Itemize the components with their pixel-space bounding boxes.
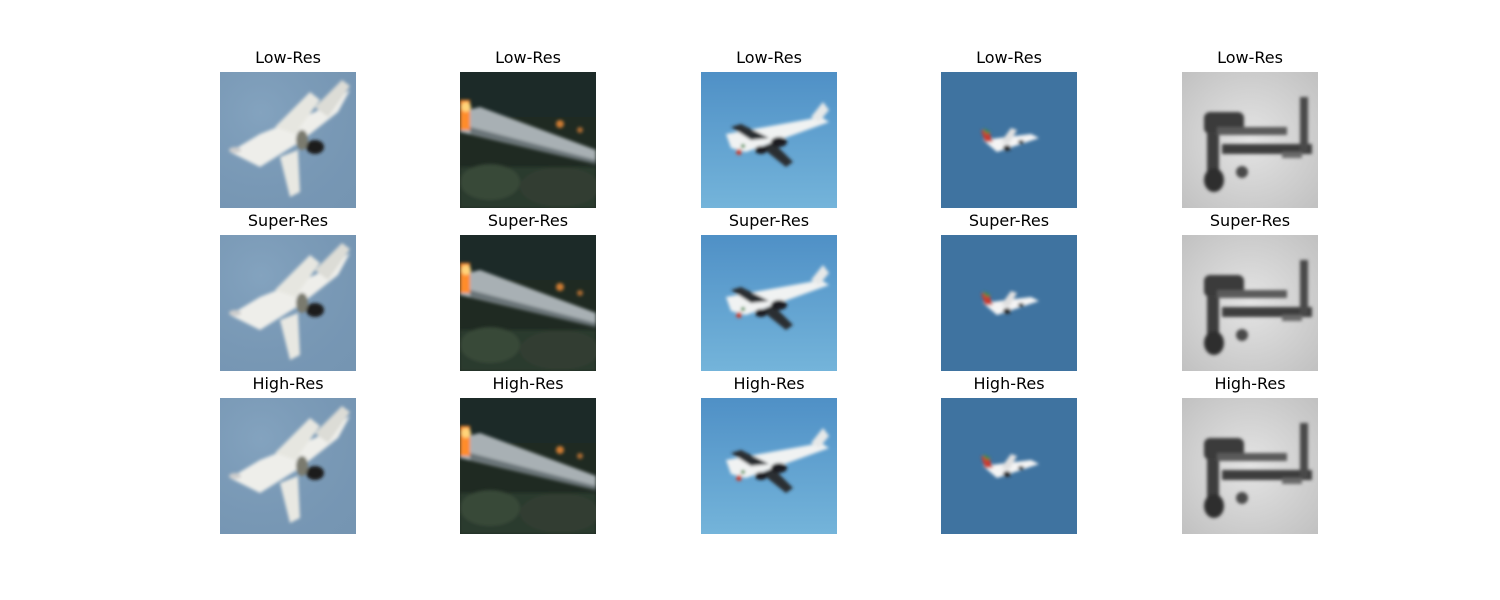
panel-title: Low-Res — [736, 48, 802, 67]
panel-title: Low-Res — [255, 48, 321, 67]
panel-title: High-Res — [733, 374, 805, 393]
sample-image-airliner-climb — [701, 398, 837, 534]
sample-image-fighter-jet — [220, 235, 356, 371]
panel-title: High-Res — [252, 374, 324, 393]
panel-title: Super-Res — [1209, 211, 1291, 230]
sample-image-airliner-night — [460, 235, 596, 371]
sample-image-biplane-grayscale — [1182, 398, 1318, 534]
sample-image-biplane-grayscale — [1182, 235, 1318, 371]
panel-title: High-Res — [973, 374, 1045, 393]
sample-image-biplane-grayscale — [1182, 72, 1318, 208]
panel-title: Low-Res — [1217, 48, 1283, 67]
panel-title: High-Res — [492, 374, 564, 393]
sample-image-fighter-jet — [220, 398, 356, 534]
sample-image-airliner-climb — [701, 235, 837, 371]
panel-title: High-Res — [1214, 374, 1286, 393]
sample-image-airliner-night — [460, 398, 596, 534]
sample-image-airliner-distant — [941, 398, 1077, 534]
panel-title: Low-Res — [976, 48, 1042, 67]
panel-title: Super-Res — [728, 211, 810, 230]
sample-image-airliner-distant — [941, 72, 1077, 208]
sample-image-fighter-jet — [220, 72, 356, 208]
panel-title: Low-Res — [495, 48, 561, 67]
sample-image-airliner-night — [460, 72, 596, 208]
sample-image-airliner-distant — [941, 235, 1077, 371]
panel-title: Super-Res — [487, 211, 569, 230]
panel-title: Super-Res — [968, 211, 1050, 230]
sample-image-airliner-climb — [701, 72, 837, 208]
panel-title: Super-Res — [247, 211, 329, 230]
